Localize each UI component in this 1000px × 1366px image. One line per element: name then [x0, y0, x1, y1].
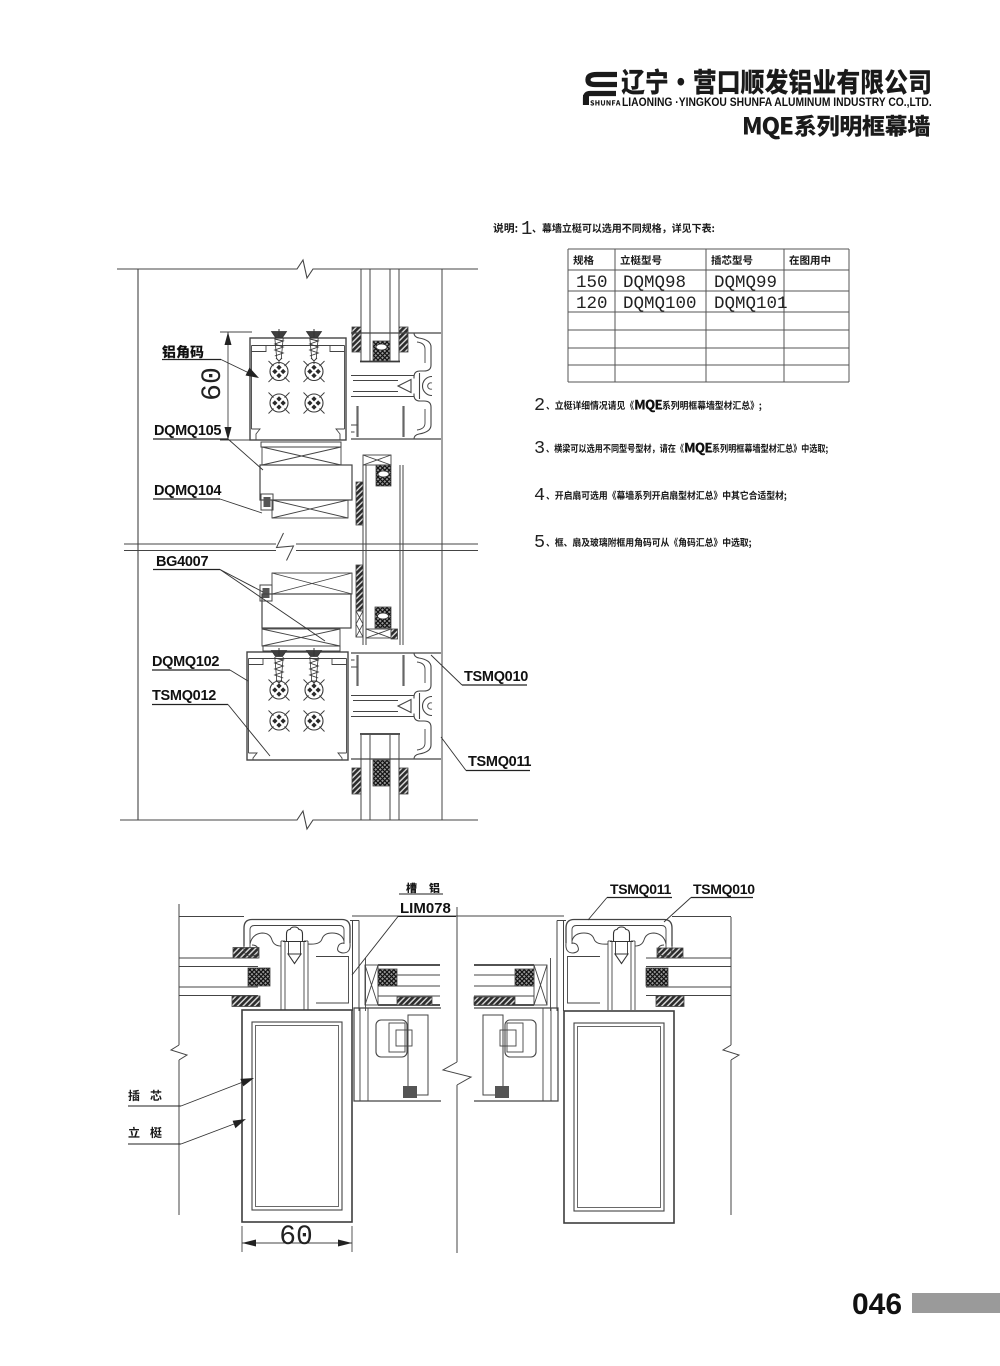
svg-text:DQMQ101: DQMQ101 [714, 294, 788, 314]
svg-text:1: 1 [521, 218, 532, 240]
svg-text:60: 60 [198, 367, 229, 401]
svg-text:LIM078: LIM078 [400, 900, 451, 917]
svg-text:120: 120 [576, 294, 608, 314]
svg-text:5: 5 [534, 532, 545, 553]
svg-text:4: 4 [534, 485, 545, 506]
svg-text:DQMQ98: DQMQ98 [623, 273, 686, 293]
svg-text:DQMQ104: DQMQ104 [154, 483, 221, 499]
svg-text:DQMQ105: DQMQ105 [154, 423, 221, 439]
svg-text:BG4007: BG4007 [156, 554, 208, 570]
svg-text:150: 150 [576, 273, 608, 293]
svg-text:DQMQ102: DQMQ102 [152, 654, 219, 670]
svg-text:TSMQ011: TSMQ011 [610, 881, 671, 897]
svg-text:DQMQ99: DQMQ99 [714, 273, 777, 293]
svg-text:2: 2 [534, 395, 545, 416]
svg-text:TSMQ011: TSMQ011 [468, 754, 531, 770]
svg-text:3: 3 [534, 438, 545, 459]
svg-text:046: 046 [852, 1288, 902, 1321]
svg-text:TSMQ012: TSMQ012 [152, 688, 216, 704]
svg-text:DQMQ100: DQMQ100 [623, 294, 697, 314]
svg-text:TSMQ010: TSMQ010 [464, 669, 528, 685]
svg-text:TSMQ010: TSMQ010 [693, 881, 755, 897]
svg-text:LIAONING ·YINGKOU SHUNFA ALUMI: LIAONING ·YINGKOU SHUNFA ALUMINUM INDUST… [622, 96, 932, 109]
svg-text:60: 60 [279, 1222, 313, 1253]
